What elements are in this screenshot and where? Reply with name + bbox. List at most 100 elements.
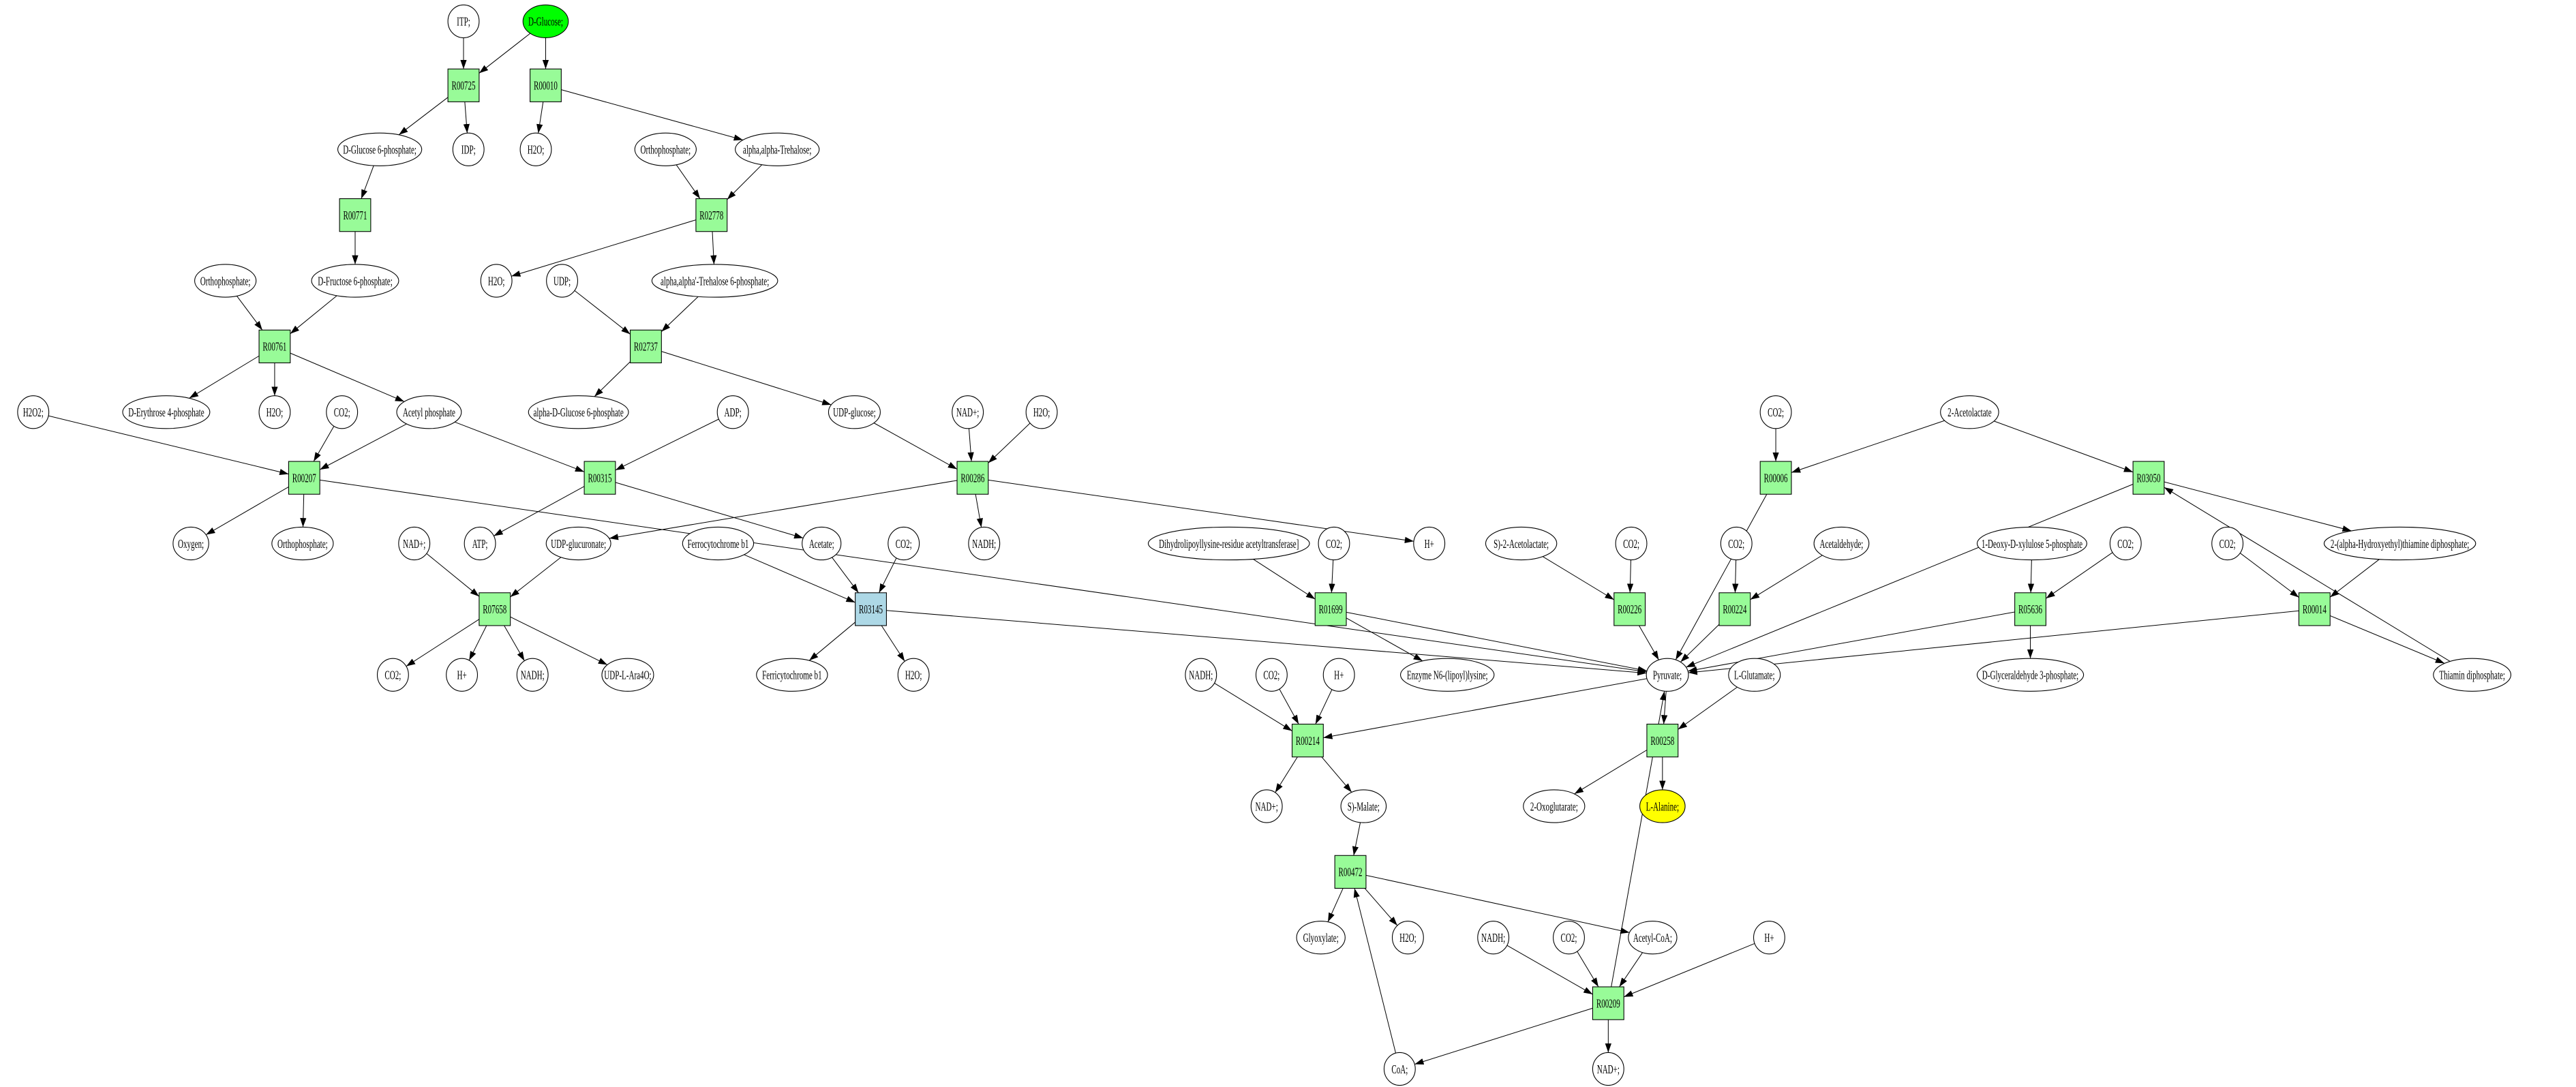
reaction-node-R00226[interactable]: R00226 bbox=[1613, 592, 1646, 626]
reaction-node-R07658[interactable]: R07658 bbox=[479, 592, 511, 626]
compound-node-acp[interactable]: Acetyl phosphate bbox=[396, 395, 462, 429]
compound-node-nad_a[interactable]: NAD+; bbox=[952, 395, 984, 429]
reaction-node-R00771[interactable]: R00771 bbox=[339, 198, 372, 232]
compound-node-pi_c[interactable]: Orthophosphate; bbox=[271, 526, 334, 561]
compound-node-co2_k[interactable]: CO2; bbox=[1553, 921, 1585, 955]
compound-node-e4p[interactable]: D-Erythrose 4-phosphate bbox=[122, 395, 211, 429]
compound-node-coa[interactable]: CoA; bbox=[1383, 1052, 1416, 1086]
reaction-box bbox=[339, 198, 372, 232]
compound-node-h_b[interactable]: H+ bbox=[446, 658, 479, 692]
compound-node-h2o_f[interactable]: H2O; bbox=[1391, 921, 1424, 955]
compound-node-co2_a[interactable]: CO2; bbox=[326, 395, 359, 429]
compound-node-co2_g[interactable]: CO2; bbox=[2109, 526, 2142, 561]
compound-node-co2_e[interactable]: CO2; bbox=[1615, 526, 1648, 561]
compound-ellipse bbox=[337, 132, 423, 166]
compound-node-co2_b[interactable]: CO2; bbox=[1759, 395, 1792, 429]
reaction-node-R01699[interactable]: R01699 bbox=[1314, 592, 1347, 626]
compound-node-nad_d[interactable]: NAD+; bbox=[1592, 1052, 1624, 1086]
compound-node-g6p[interactable]: D-Glucose 6-phosphate; bbox=[337, 132, 423, 166]
compound-node-f6p[interactable]: D-Fructose 6-phosphate; bbox=[311, 264, 399, 298]
compound-node-udpglc[interactable]: UDP-glucose; bbox=[828, 395, 881, 429]
compound-node-nad_b[interactable]: NAD+; bbox=[398, 526, 431, 561]
compound-node-acl[interactable]: 2-Acetolactate bbox=[1940, 395, 1999, 429]
compound-node-nadh_c[interactable]: NADH; bbox=[1185, 658, 1217, 692]
compound-node-idp[interactable]: IDP; bbox=[452, 132, 485, 166]
compound-node-t6p[interactable]: alpha,alpha'-Trehalose 6-phosphate; bbox=[651, 264, 778, 298]
compound-node-pi_a[interactable]: Orthophosphate; bbox=[634, 132, 697, 166]
reaction-node-R00224[interactable]: R00224 bbox=[1718, 592, 1751, 626]
compound-node-atp[interactable]: ATP; bbox=[464, 526, 496, 561]
compound-node-co2_f[interactable]: CO2; bbox=[1720, 526, 1753, 561]
reaction-node-R00014[interactable]: R00014 bbox=[2298, 592, 2331, 626]
compound-node-dglc[interactable]: D-Glucose; bbox=[522, 4, 569, 38]
compound-node-gap[interactable]: D-Glyceraldehyde 3-phosphate; bbox=[1976, 658, 2085, 692]
compound-node-acet[interactable]: Acetate; bbox=[802, 526, 842, 561]
reaction-node-R00315[interactable]: R00315 bbox=[584, 461, 616, 495]
compound-node-udpglca[interactable]: UDP-glucuronate; bbox=[545, 526, 611, 561]
compound-node-sacl[interactable]: S)-2-Acetolactate; bbox=[1485, 526, 1558, 561]
compound-node-h2o_d[interactable]: H2O; bbox=[1025, 395, 1058, 429]
compound-node-ferro[interactable]: Ferrocytochrome b1 bbox=[682, 526, 755, 561]
reaction-node-R02737[interactable]: R02737 bbox=[630, 329, 662, 364]
reaction-node-R00258[interactable]: R00258 bbox=[1646, 723, 1679, 758]
compound-node-accoa[interactable]: Acetyl-CoA; bbox=[1628, 921, 1678, 955]
reaction-node-R05636[interactable]: R05636 bbox=[2014, 592, 2046, 626]
compound-node-adp[interactable]: ADP; bbox=[716, 395, 749, 429]
compound-node-co2_i[interactable]: CO2; bbox=[376, 658, 409, 692]
compound-node-co2_d[interactable]: CO2; bbox=[1318, 526, 1350, 561]
reaction-node-R00209[interactable]: R00209 bbox=[1592, 986, 1624, 1020]
compound-node-nadh_b[interactable]: NADH; bbox=[516, 658, 549, 692]
compound-node-enzn6[interactable]: Enzyme N6-(lipoyl)lysine; bbox=[1399, 658, 1495, 692]
compound-node-nad_c[interactable]: NAD+; bbox=[1250, 789, 1283, 823]
edge-h_c-to-R00214 bbox=[1315, 689, 1333, 724]
reaction-node-R00761[interactable]: R00761 bbox=[258, 329, 291, 364]
compound-node-h2o_c[interactable]: H2O; bbox=[258, 395, 291, 429]
compound-node-h2o_e[interactable]: H2O; bbox=[897, 658, 930, 692]
compound-node-h_c[interactable]: H+ bbox=[1322, 658, 1355, 692]
compound-node-h_a[interactable]: H+ bbox=[1413, 526, 1446, 561]
reaction-node-R00006[interactable]: R00006 bbox=[1759, 461, 1792, 495]
reaction-node-R03050[interactable]: R03050 bbox=[2132, 461, 2165, 495]
reaction-node-R02778[interactable]: R02778 bbox=[695, 198, 728, 232]
compound-node-co2_c[interactable]: CO2; bbox=[888, 526, 920, 561]
node-label: H+ bbox=[1764, 932, 1774, 945]
compound-node-udpara[interactable]: UDP-L-Ara4O; bbox=[601, 658, 654, 692]
compound-node-glyox[interactable]: Glyoxylate; bbox=[1296, 921, 1346, 955]
compound-node-h_d[interactable]: H+ bbox=[1753, 921, 1785, 955]
compound-node-co2_h[interactable]: CO2; bbox=[2211, 526, 2244, 561]
compound-node-hetpp[interactable]: 2-(alpha-Hydroxyethyl)thiamine diphospha… bbox=[2323, 526, 2476, 561]
compound-node-pi_b[interactable]: Orthophosphate; bbox=[194, 264, 257, 298]
compound-node-co2_j[interactable]: CO2; bbox=[1255, 658, 1288, 692]
compound-node-udp[interactable]: UDP; bbox=[546, 264, 578, 298]
compound-node-acald[interactable]: Acetaldehyde; bbox=[1813, 526, 1870, 561]
compound-ellipse bbox=[1940, 395, 1999, 429]
reaction-node-R03145[interactable]: R03145 bbox=[855, 592, 887, 626]
reaction-node-R00214[interactable]: R00214 bbox=[1291, 723, 1324, 758]
compound-node-nadh_a[interactable]: NADH; bbox=[968, 526, 1001, 561]
compound-node-nadh_d[interactable]: NADH; bbox=[1477, 921, 1510, 955]
compound-node-ala[interactable]: L-Alanine; bbox=[1639, 789, 1686, 823]
reaction-node-R00207[interactable]: R00207 bbox=[288, 461, 320, 495]
compound-node-itp[interactable]: ITP; bbox=[447, 4, 480, 38]
compound-node-og[interactable]: 2-Oxoglutarate; bbox=[1523, 789, 1586, 823]
reaction-node-R00010[interactable]: R00010 bbox=[530, 68, 562, 102]
compound-node-ferri[interactable]: Ferricytochrome b1 bbox=[756, 658, 828, 692]
compound-node-oxy[interactable]: Oxygen; bbox=[172, 526, 209, 561]
compound-node-ag6p[interactable]: alpha-D-Glucose 6-phosphate bbox=[528, 395, 629, 429]
compound-node-dxp[interactable]: 1-Deoxy-D-xylulose 5-phosphate bbox=[1976, 526, 2087, 561]
edge-R00214-to-mal bbox=[1321, 756, 1352, 793]
compound-node-pyr[interactable]: Pyruvate; bbox=[1646, 658, 1689, 692]
compound-node-treh[interactable]: alpha,alpha-Trehalose; bbox=[735, 132, 820, 166]
reaction-node-R00725[interactable]: R00725 bbox=[447, 68, 480, 102]
reaction-node-R00286[interactable]: R00286 bbox=[956, 461, 989, 495]
reaction-node-R00472[interactable]: R00472 bbox=[1334, 855, 1367, 889]
compound-node-h2o_b[interactable]: H2O; bbox=[480, 264, 513, 298]
compound-node-dlat[interactable]: Dihydrolipoyllysine-residue acetyltransf… bbox=[1147, 526, 1310, 561]
compound-node-h2o2[interactable]: H2O2; bbox=[17, 395, 50, 429]
compound-node-h2o_a[interactable]: H2O; bbox=[519, 132, 552, 166]
edge-pyr-to-R00214 bbox=[1323, 678, 1648, 739]
compound-node-mal[interactable]: S)-Malate; bbox=[1340, 789, 1387, 823]
compound-node-glu[interactable]: L-Glutamate; bbox=[1728, 658, 1781, 692]
compound-node-thpp[interactable]: Thiamin diphosphate; bbox=[2433, 658, 2512, 692]
edge-sacl-to-R00226 bbox=[1542, 556, 1615, 600]
